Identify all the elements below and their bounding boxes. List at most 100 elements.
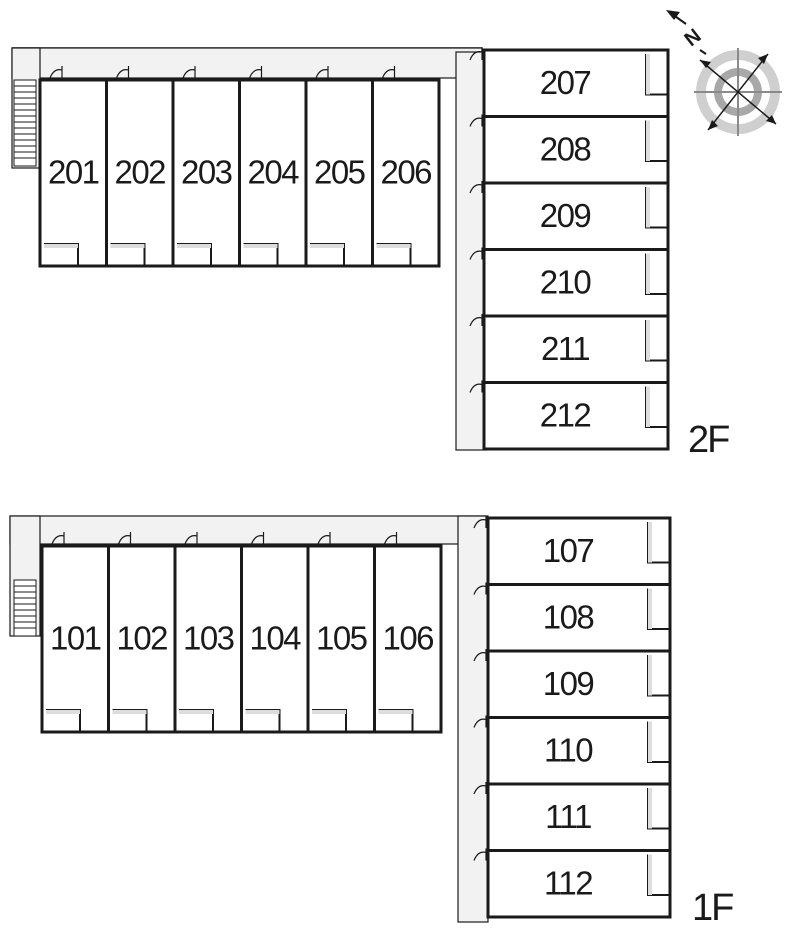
unit-106: 106 <box>373 532 443 734</box>
door-icon <box>184 532 198 545</box>
door-icon <box>469 181 483 194</box>
room-outline <box>371 78 441 268</box>
unit-201: 201 <box>38 66 108 268</box>
unit-202: 202 <box>105 66 175 268</box>
room-outline <box>486 849 672 919</box>
unit-number: 211 <box>541 330 589 367</box>
room-outline <box>173 544 243 734</box>
unit-number: 201 <box>48 154 99 191</box>
room-outline <box>238 78 308 268</box>
compass: N <box>666 10 782 136</box>
unit-number: 111 <box>545 798 591 835</box>
room-outline <box>240 544 310 734</box>
door-icon <box>383 532 398 545</box>
door-icon <box>315 66 329 79</box>
staircase-icon <box>13 579 37 637</box>
unit-204: 204 <box>238 66 308 268</box>
door-icon <box>248 66 263 79</box>
unit-111: 111 <box>473 782 672 852</box>
unit-206: 206 <box>371 66 441 268</box>
floor-label: 1F <box>692 887 733 929</box>
compass-rose-icon <box>694 48 782 136</box>
room-outline <box>107 544 177 734</box>
room-outline <box>482 314 670 384</box>
unit-109: 109 <box>473 649 672 719</box>
door-icon <box>473 715 487 728</box>
room-outline <box>105 78 175 268</box>
unit-207: 207 <box>469 48 670 118</box>
floor-label: 2F <box>688 419 729 461</box>
north-arrow-icon <box>666 10 707 55</box>
door-icon <box>473 516 487 529</box>
unit-212: 212 <box>469 380 670 451</box>
door-icon <box>473 848 487 861</box>
room-outline <box>304 78 374 268</box>
unit-112: 112 <box>473 848 672 919</box>
unit-number: 203 <box>181 154 232 191</box>
room-outline <box>482 248 670 318</box>
unit-number: 204 <box>247 154 299 191</box>
door-icon <box>51 532 65 545</box>
room-outline <box>486 649 672 719</box>
unit-208: 208 <box>469 114 670 185</box>
room-outline <box>482 115 670 185</box>
unit-number: 109 <box>543 665 594 702</box>
unit-number: 210 <box>540 263 592 300</box>
unit-103: 103 <box>173 532 243 734</box>
unit-210: 210 <box>469 247 670 318</box>
unit-110: 110 <box>473 715 672 786</box>
unit-102: 102 <box>107 532 177 734</box>
unit-number: 102 <box>116 620 167 657</box>
door-icon <box>469 114 483 127</box>
unit-107: 107 <box>473 516 672 586</box>
unit-row: 201 202 203 204 205 206 <box>38 66 441 268</box>
door-icon <box>182 66 196 79</box>
door-icon <box>381 66 396 79</box>
unit-211: 211 <box>469 314 670 384</box>
door-icon <box>469 247 483 260</box>
unit-209: 209 <box>469 181 670 251</box>
unit-number: 207 <box>540 64 591 101</box>
door-icon <box>469 314 483 327</box>
unit-203: 203 <box>171 66 241 268</box>
unit-105: 105 <box>306 532 376 734</box>
unit-number: 202 <box>114 154 165 191</box>
unit-number: 205 <box>314 154 365 191</box>
unit-number: 107 <box>543 532 594 569</box>
unit-number: 112 <box>544 864 592 901</box>
room-outline <box>482 48 670 118</box>
staircase-icon <box>13 79 37 167</box>
unit-number: 209 <box>540 197 591 234</box>
unit-number: 208 <box>540 130 591 167</box>
unit-104: 104 <box>240 532 310 734</box>
floor-2f-plan: 201 202 203 204 205 206 207 208 209 210 211 212 2F <box>11 47 731 461</box>
room-outline <box>486 516 672 586</box>
door-icon <box>469 380 483 393</box>
room-outline <box>486 583 672 653</box>
unit-number: 104 <box>249 620 301 657</box>
unit-number: 212 <box>540 396 591 433</box>
unit-number: 105 <box>316 620 367 657</box>
unit-number: 101 <box>50 620 101 657</box>
unit-205: 205 <box>304 66 374 268</box>
unit-number: 206 <box>380 154 431 191</box>
unit-column: 107 108 109 110 111 112 <box>473 516 672 919</box>
door-icon <box>117 532 132 545</box>
door-icon <box>469 48 483 61</box>
door-icon <box>473 582 487 595</box>
door-icon <box>49 66 63 79</box>
door-icon <box>473 782 487 795</box>
room-outline <box>482 381 670 451</box>
compass-north-label: N <box>681 25 706 51</box>
room-outline <box>482 181 670 251</box>
unit-column: 207 208 209 210 211 212 <box>469 48 670 451</box>
unit-108: 108 <box>473 582 672 653</box>
unit-number: 110 <box>544 731 593 768</box>
door-icon <box>115 66 130 79</box>
unit-number: 103 <box>183 620 234 657</box>
unit-101: 101 <box>40 532 110 734</box>
room-outline <box>373 544 443 734</box>
